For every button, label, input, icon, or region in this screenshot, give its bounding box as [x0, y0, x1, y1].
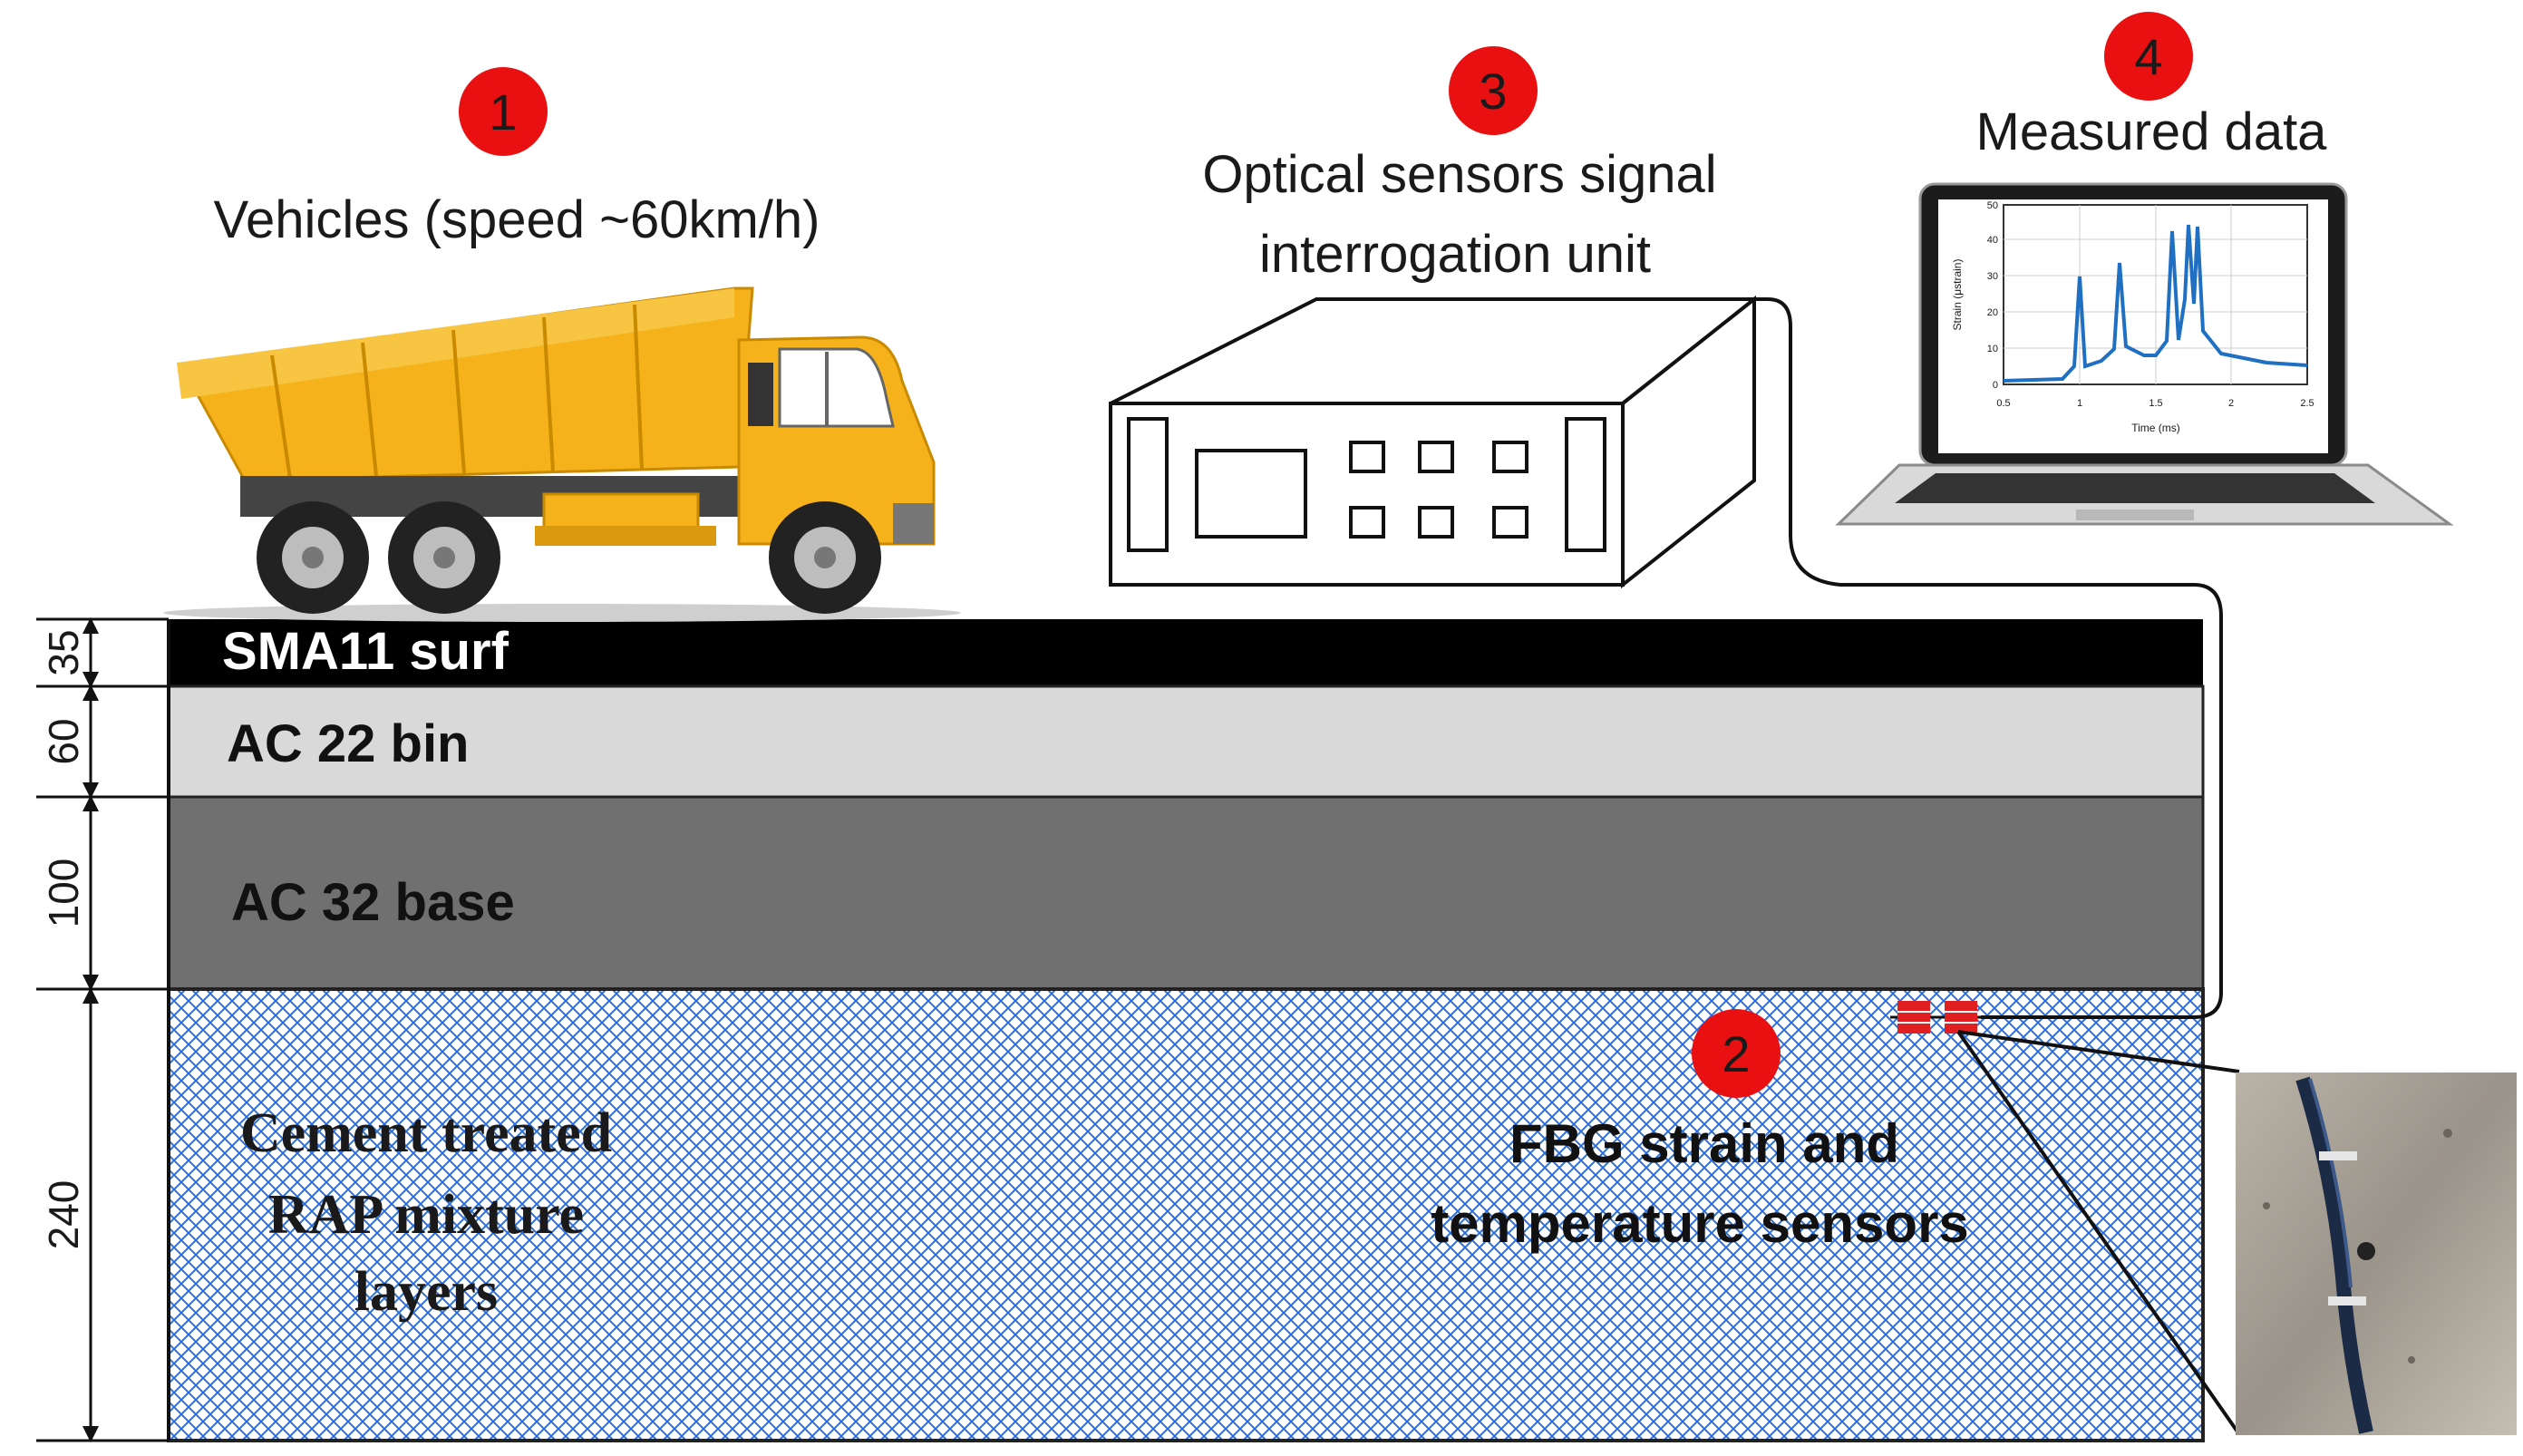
installed-sensor-photo: [2236, 1073, 2517, 1435]
strain-trace: [2003, 224, 2308, 383]
layer-cement-treated-rap: [167, 987, 2205, 1442]
thickness-dimensions: [36, 617, 169, 1442]
step-3-number: 3: [1479, 63, 1507, 120]
step-3-label-line1: Optical sensors signal: [1202, 145, 1716, 204]
interrogation-unit-icon: [1109, 295, 1760, 589]
step-1: 1 Vehicles (speed ~60km/h): [214, 67, 820, 249]
fbg-sensors-icon: [1890, 1001, 2241, 1436]
step-3-label-line2: interrogation unit: [1259, 225, 1651, 284]
layer-label-sma11: SMA11 surf: [222, 622, 509, 681]
layer-label-ac22: AC 22 bin: [227, 714, 470, 773]
y-tick-5: 50: [1987, 200, 1998, 211]
optical-fibre-cable: [1754, 297, 2223, 1019]
layer-sma11-surf: [169, 619, 2203, 686]
y-tick-3: 30: [1987, 271, 1998, 282]
x-tick-0: 0.5: [1996, 398, 2010, 409]
step-1-number: 1: [489, 83, 517, 141]
x-tick-3: 2: [2228, 398, 2234, 409]
step-2-label-line2: temperature sensors: [1431, 1193, 1969, 1254]
step-3-badge: [1449, 46, 1538, 135]
layer-ac32-base: [167, 795, 2205, 991]
layer-label-ac32: AC 32 base: [231, 873, 515, 932]
step-3: 3 Optical sensors signal interrogation u…: [1202, 46, 1717, 284]
step-2-badge: [1692, 1009, 1781, 1098]
step-2-label-line1: FBG strain and: [1509, 1113, 1899, 1174]
layer-label-rap-2: RAP mixture: [268, 1184, 584, 1246]
laptop-chart-xlabel: Time (ms): [2131, 422, 2180, 434]
thickness-100: 100: [40, 859, 87, 928]
y-tick-1: 10: [1987, 344, 1998, 354]
step-4: 4 Measured data: [1976, 12, 2328, 161]
laptop-chart-ylabel: Strain (μstrain): [1951, 259, 1964, 331]
laptop-strain-chart: Strain (μstrain) Time (ms) 0.5 1 1.5 2 2…: [1951, 200, 2314, 434]
thickness-60: 60: [40, 718, 87, 764]
thickness-35: 35: [40, 629, 87, 675]
pavement-cross-section: SMA11 surf AC 22 bin AC 32 base Cement t…: [167, 619, 2205, 1442]
y-tick-4: 40: [1987, 235, 1998, 246]
step-4-badge: [2104, 12, 2193, 101]
x-tick-2: 1.5: [2149, 398, 2162, 409]
layer-ac22-bin: [167, 684, 2205, 799]
dump-truck-icon: [163, 286, 961, 622]
y-tick-0: 0: [1993, 380, 1998, 391]
step-1-label: Vehicles (speed ~60km/h): [214, 190, 820, 249]
x-tick-4: 2.5: [2300, 398, 2314, 409]
step-1-badge: [459, 67, 548, 156]
y-tick-2: 20: [1987, 307, 1998, 318]
thickness-240: 240: [40, 1180, 87, 1250]
x-tick-1: 1: [2077, 398, 2082, 409]
layer-label-rap-1: Cement treated: [240, 1102, 612, 1164]
step-4-label: Measured data: [1976, 102, 2328, 161]
step-2-number: 2: [1722, 1025, 1750, 1082]
layer-label-rap-3: layers: [354, 1261, 498, 1323]
step-4-number: 4: [2134, 28, 2162, 85]
step-2: 2 FBG strain and temperature sensors: [1431, 1009, 1969, 1254]
